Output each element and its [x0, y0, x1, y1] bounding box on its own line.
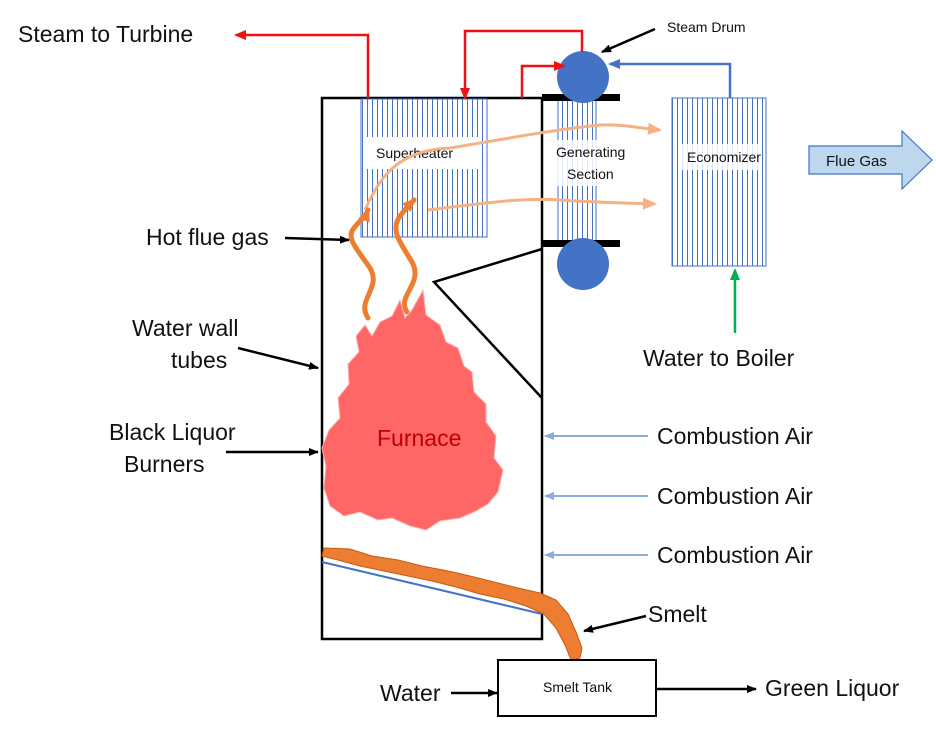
smelt-tank — [497, 659, 657, 717]
economizer-tube-bank — [671, 97, 767, 267]
flue-gas-path-lower — [427, 197, 657, 212]
furnace-label: Furnace — [377, 425, 461, 451]
steam-line-to-turbine — [234, 30, 370, 98]
green-liquor-label: Green Liquor — [765, 675, 900, 701]
smelt-tank-label: Smelt Tank — [543, 679, 613, 695]
steam-line-drum-to-superheater — [460, 29, 584, 100]
steam-drum-label: Steam Drum — [667, 19, 746, 35]
flue-gas-label: Flue Gas — [826, 153, 887, 170]
smelt-pointer — [583, 614, 647, 633]
steam-drum-pointer — [601, 27, 656, 54]
generating-section-label-line2: Section — [567, 166, 614, 182]
economizer-label-box — [682, 144, 758, 170]
hot-gas-wisp-left — [348, 207, 376, 321]
hot-flue-gas-label: Hot flue gas — [146, 224, 269, 250]
water-to-boiler-label: Water to Boiler — [643, 345, 795, 371]
furnace-shell — [320, 96, 544, 641]
black-liquor-label-line1: Black Liquor — [109, 419, 236, 445]
generating-section-label-line1: Generating — [556, 144, 625, 160]
smelt-label: Smelt — [648, 601, 707, 627]
water-wall-label-line2: tubes — [171, 347, 227, 373]
hot-flue-gas-pointer — [284, 235, 350, 244]
water-wall-label-line1: Water wall — [132, 315, 239, 341]
steam-to-turbine-label: Steam to Turbine — [18, 21, 193, 47]
economizer-label: Economizer — [687, 149, 761, 165]
furnace-nose-arch — [431, 247, 543, 399]
steam-drum — [557, 51, 609, 103]
combustion-air-label-2: Combustion Air — [657, 483, 813, 509]
generating-section-label-box — [548, 140, 644, 186]
mud-drum — [557, 238, 609, 290]
furnace-hearth — [321, 561, 543, 615]
hot-gas-wisp-right — [393, 197, 418, 315]
water-wall-pointer — [237, 346, 319, 370]
water-label: Water — [380, 680, 441, 706]
furnace-flame — [321, 288, 504, 531]
steam-line-riser-to-drum — [520, 61, 566, 98]
combustion-air-label-3: Combustion Air — [657, 542, 813, 568]
water-line-economizer-to-drum — [608, 59, 732, 98]
flue-gas-outlet-arrow — [808, 129, 933, 191]
combustion-air-label-1: Combustion Air — [657, 423, 813, 449]
black-liquor-label-line2: Burners — [124, 451, 205, 477]
flue-gas-path-upper — [363, 122, 662, 211]
